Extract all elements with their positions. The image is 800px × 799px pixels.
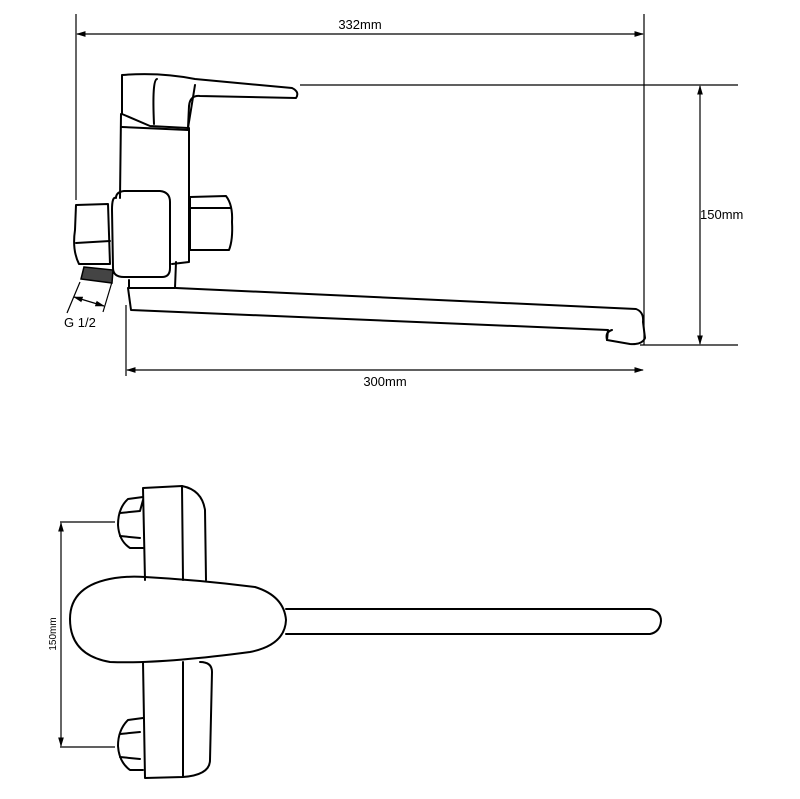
dimension-label-332mm: 332mm — [338, 17, 381, 32]
dimension-150mm-height: 150mm — [300, 84, 743, 346]
dimension-332mm: 332mm — [75, 14, 645, 345]
faucet-side — [73, 73, 646, 346]
faucet-top — [69, 485, 662, 779]
thread-label: G 1/2 — [64, 315, 96, 330]
dimension-300mm: 300mm — [125, 305, 644, 389]
dimension-label-300mm: 300mm — [363, 374, 406, 389]
dimension-label-150mm-centers: 150mm — [48, 617, 59, 650]
dimension-thread: G 1/2 — [64, 281, 113, 330]
side-view: 332mm 150mm 300mm G 1/2 — [64, 14, 743, 389]
dimension-label-150mm-height: 150mm — [700, 207, 743, 222]
dimension-150mm-centers: 150mm — [48, 521, 115, 748]
top-view: 150mm — [48, 485, 662, 779]
